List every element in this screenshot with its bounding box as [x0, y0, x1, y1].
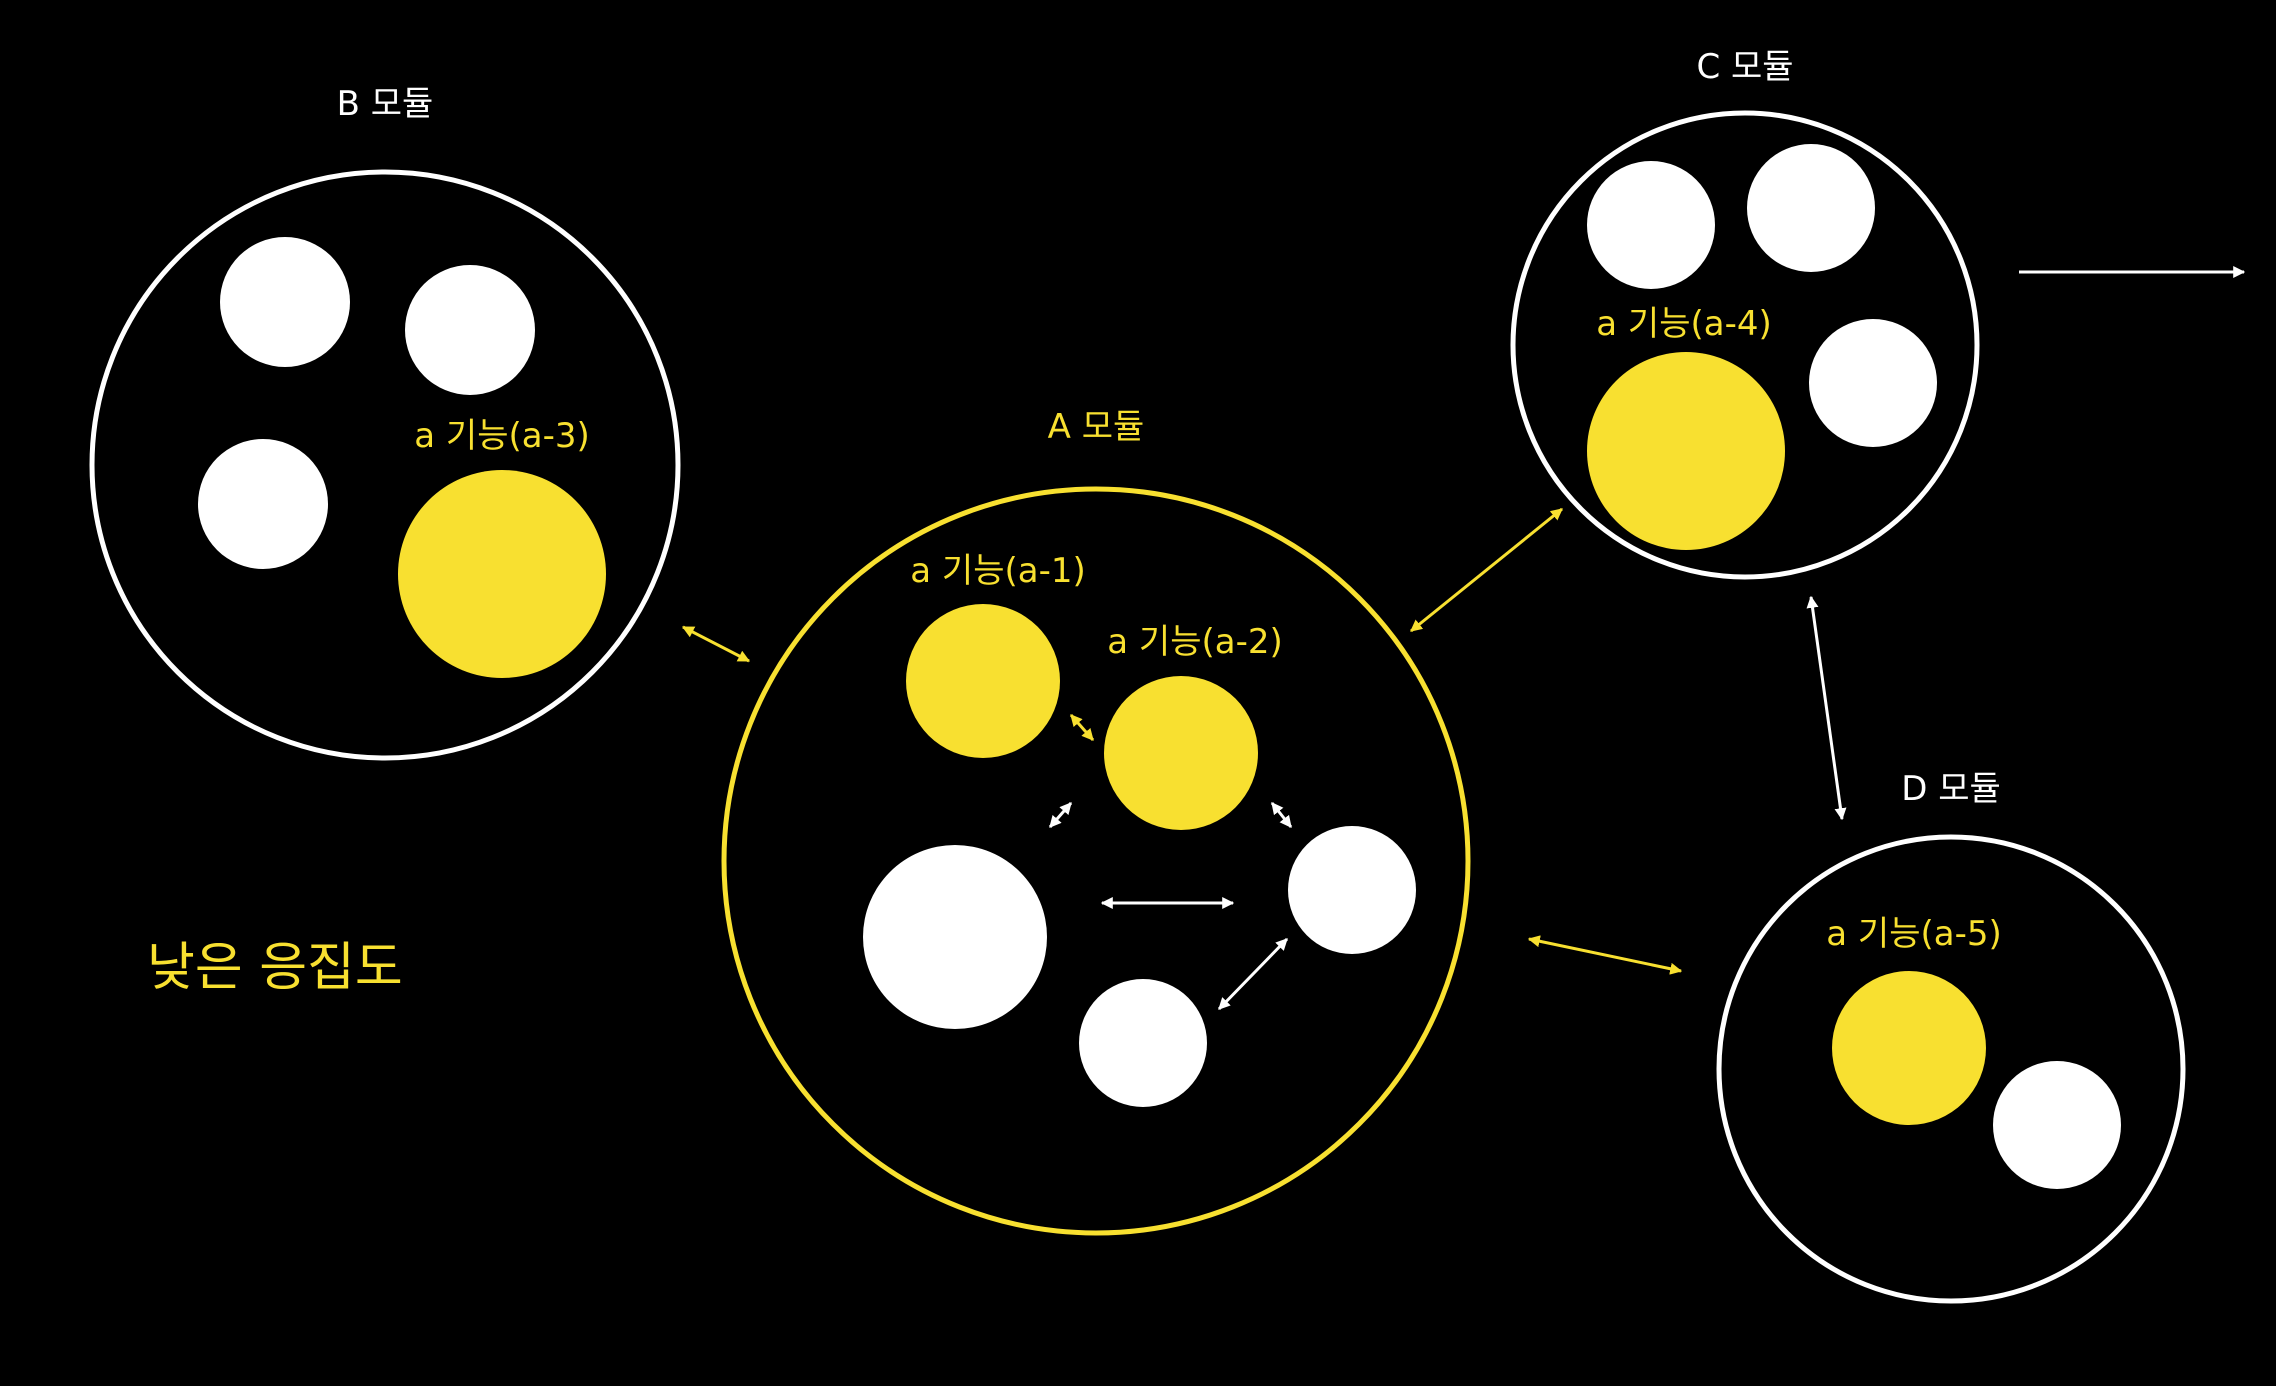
function-a3-label: a 기능(a-3)	[414, 416, 589, 456]
function-a4	[1587, 352, 1785, 550]
module-b-function-2	[405, 265, 535, 395]
module-a-function-right	[1288, 826, 1416, 954]
module-a-function-bottom	[1079, 979, 1207, 1107]
module-a-function-large	[863, 845, 1047, 1029]
module-b-label: B 모듈	[337, 84, 434, 124]
module-c-function-3	[1809, 319, 1937, 447]
module-c-function-2	[1747, 144, 1875, 272]
function-a1-label: a 기능(a-1)	[910, 551, 1085, 591]
module-a-boundary	[721, 486, 1471, 1236]
function-a2-label: a 기능(a-2)	[1107, 622, 1282, 662]
arrow-a-c	[1410, 507, 1563, 633]
function-a5-label: a 기능(a-5)	[1826, 914, 2001, 954]
arrow-a2-right	[1270, 802, 1293, 828]
caption-low-cohesion: 낮은 응집도	[147, 938, 403, 998]
module-c-label: C 모듈	[1696, 47, 1793, 87]
arrow-a-d	[1527, 935, 1683, 975]
module-a-label: A 모듈	[1048, 407, 1145, 447]
module-d-function-1	[1993, 1061, 2121, 1189]
module-d-label: D 모듈	[1901, 769, 2001, 809]
arrow-c-d	[1806, 595, 1847, 821]
module-c: C 모듈 a 기능(a-4)	[1510, 47, 1980, 580]
module-d-boundary	[1716, 834, 2186, 1304]
function-a3	[398, 470, 606, 678]
module-c-function-1	[1587, 161, 1715, 289]
arrow-b-a	[681, 625, 751, 663]
function-a1	[906, 604, 1060, 758]
module-a: A 모듈 a 기능(a-1) a 기능(a-2)	[721, 407, 1471, 1236]
module-b-boundary	[89, 169, 681, 761]
arrow-a1-large	[1048, 802, 1073, 828]
function-a2	[1104, 676, 1258, 830]
arrow-a1-a2	[1069, 714, 1095, 741]
module-b-function-3	[198, 439, 328, 569]
module-b: B 모듈 a 기능(a-3)	[89, 84, 681, 761]
module-c-boundary	[1510, 110, 1980, 580]
function-a4-label: a 기능(a-4)	[1596, 304, 1771, 344]
arrow-right-bottom	[1217, 937, 1289, 1011]
module-d: D 모듈 a 기능(a-5)	[1716, 769, 2186, 1304]
function-a5	[1832, 971, 1986, 1125]
module-b-function-1	[220, 237, 350, 367]
